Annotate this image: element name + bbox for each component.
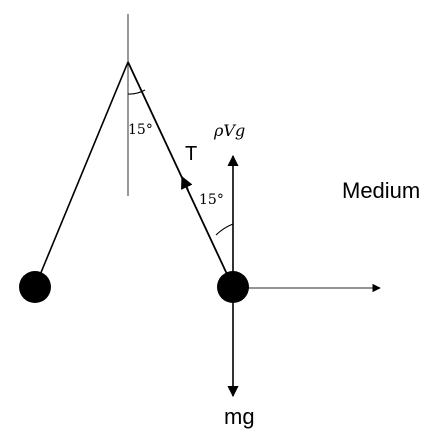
left-string xyxy=(34,61,129,288)
angle-arc-right xyxy=(215,223,234,236)
angle-label-right: 15° xyxy=(199,192,224,208)
medium-label: Medium xyxy=(342,178,420,203)
buoyancy-label: ρVg xyxy=(213,121,245,140)
tension-label: T xyxy=(185,143,197,165)
angle-arc-left xyxy=(127,89,146,95)
right-string-tension xyxy=(127,61,234,288)
angle-label-left: 15° xyxy=(128,122,153,138)
right-bob xyxy=(217,271,249,303)
weight-label: mg xyxy=(224,404,255,429)
left-bob xyxy=(19,271,51,303)
tension-arrow xyxy=(181,175,193,191)
